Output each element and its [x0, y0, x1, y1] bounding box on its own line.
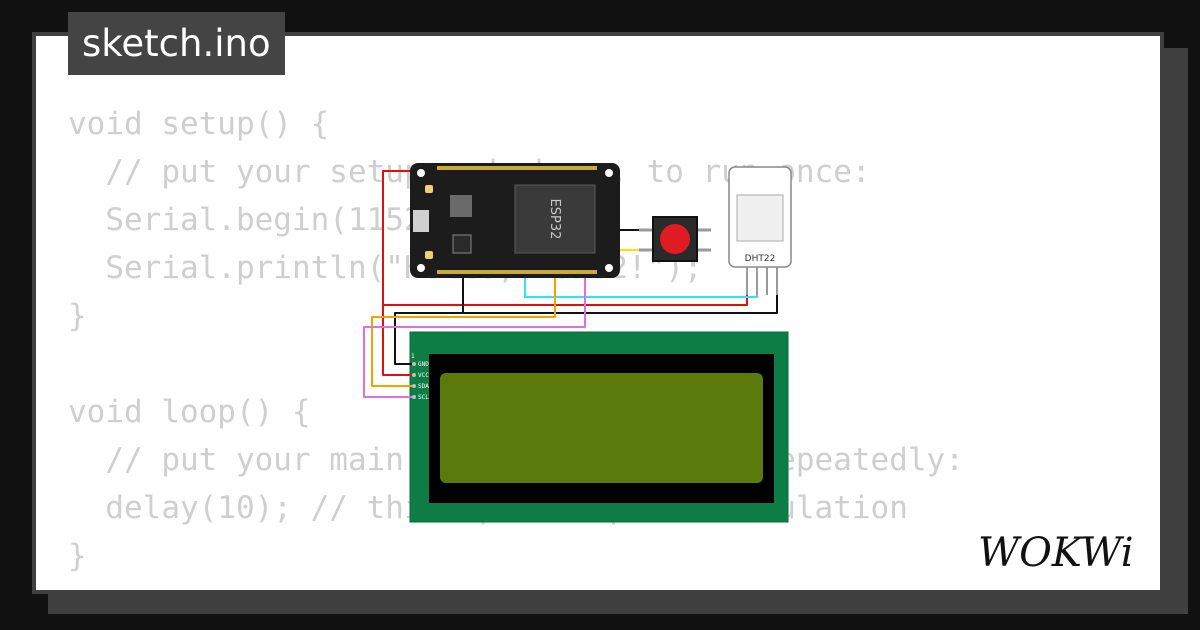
circuit-diagram: 1 GND VCC SDA SCL ESP32	[363, 163, 792, 523]
lcd-pin-sda: SDA	[418, 383, 429, 390]
dht22-label: DHT22	[745, 254, 776, 264]
code-line: }	[68, 538, 87, 574]
code-line: void setup() {	[68, 106, 330, 142]
esp32-board-icon[interactable]: ESP32	[410, 163, 620, 278]
code-line: void loop() {	[68, 394, 311, 430]
lcd-pin-scl: SCL	[418, 394, 429, 401]
pushbutton-icon[interactable]	[639, 216, 711, 262]
dht22-sensor-icon[interactable]: DHT22	[728, 166, 792, 295]
lcd1602-icon[interactable]: 1 GND VCC SDA SCL	[409, 331, 789, 523]
wire-red-dht-vcc	[383, 295, 748, 306]
lcd-pin-gnd: GND	[418, 361, 429, 368]
file-tab[interactable]: sketch.ino	[68, 12, 285, 75]
wokwi-logo: WOKWi	[978, 530, 1134, 576]
wire-black-gnd	[462, 277, 778, 314]
esp32-chip-label: ESP32	[547, 199, 562, 240]
lcd-pin-vcc: VCC	[418, 372, 429, 379]
code-line: }	[68, 298, 87, 334]
wire-orange-sda	[371, 277, 556, 387]
wokwi-logo-text: WOKWi	[978, 530, 1134, 576]
lcd-pin-number: 1	[411, 353, 415, 360]
wire-pink-scl	[363, 277, 586, 398]
wire-black-lcd-gnd	[394, 312, 463, 365]
